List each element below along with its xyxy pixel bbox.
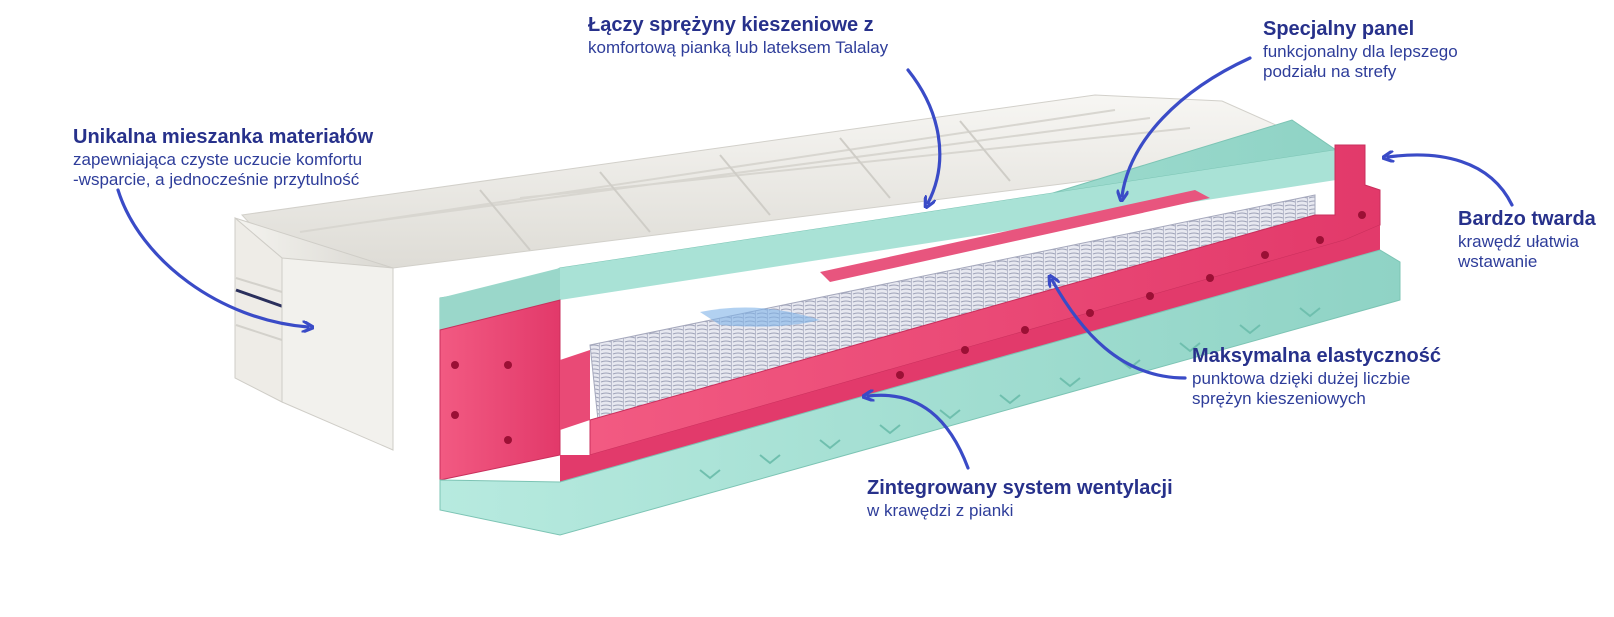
callout-ventilation-title: Zintegrowany system wentylacji <box>867 477 1173 499</box>
callout-elasticity: Maksymalna elastyczność punktowa dzięki … <box>1192 345 1441 409</box>
callout-hard-edge-title: Bardzo twarda <box>1458 208 1596 230</box>
arrow-special-panel <box>1122 56 1252 196</box>
callout-special-panel-line-2: podziału na strefy <box>1263 61 1397 81</box>
callout-ventilation-line-1: w krawędzi z pianki <box>867 500 1014 520</box>
arrow-materials <box>116 188 308 327</box>
callout-hard-edge-line-2: wstawanie <box>1458 251 1538 271</box>
callout-materials: Unikalna mieszanka materiałów zapewniają… <box>73 126 373 190</box>
callout-special-panel: Specjalny panel funkcjonalny dla lepszeg… <box>1263 18 1458 82</box>
arrow-ventilation <box>868 395 970 470</box>
callout-special-panel-line-1: funkcjonalny dla lepszego <box>1263 41 1458 61</box>
callout-pocket-springs: Łączy sprężyny kieszeniowe z komfortową … <box>588 14 888 58</box>
arrow-hard-edge <box>1388 155 1514 207</box>
callout-arrows <box>116 56 1514 470</box>
arrow-pocket-springs <box>906 68 942 203</box>
callout-pocket-springs-title: Łączy sprężyny kieszeniowe z <box>588 14 874 36</box>
callout-elasticity-line-2: sprężyn kieszeniowych <box>1192 388 1366 408</box>
callout-materials-title: Unikalna mieszanka materiałów <box>73 126 374 148</box>
firm-edge-frame <box>439 144 1381 482</box>
callout-pocket-springs-line-1: komfortową pianką lub lateksem Talalay <box>588 37 889 57</box>
base-foam <box>439 249 1401 536</box>
callout-hard-edge-line-1: krawędź ułatwia <box>1458 231 1579 251</box>
callout-elasticity-title: Maksymalna elastyczność <box>1192 345 1442 367</box>
callout-materials-line-2: -wsparcie, a jednocześnie przytulność <box>73 169 360 189</box>
callout-materials-line-1: zapewniająca czyste uczucie komfortu <box>73 149 363 169</box>
mattress-cover <box>234 94 1334 451</box>
zoning-panel <box>820 190 1210 282</box>
callout-ventilation: Zintegrowany system wentylacji w krawędz… <box>867 477 1173 521</box>
callout-special-panel-title: Specjalny panel <box>1263 18 1415 40</box>
callout-elasticity-line-1: punktowa dzięki dużej liczbie <box>1192 368 1411 388</box>
callout-hard-edge: Bardzo twarda krawędź ułatwia wstawanie <box>1458 208 1596 272</box>
arrow-elasticity <box>1052 280 1187 380</box>
